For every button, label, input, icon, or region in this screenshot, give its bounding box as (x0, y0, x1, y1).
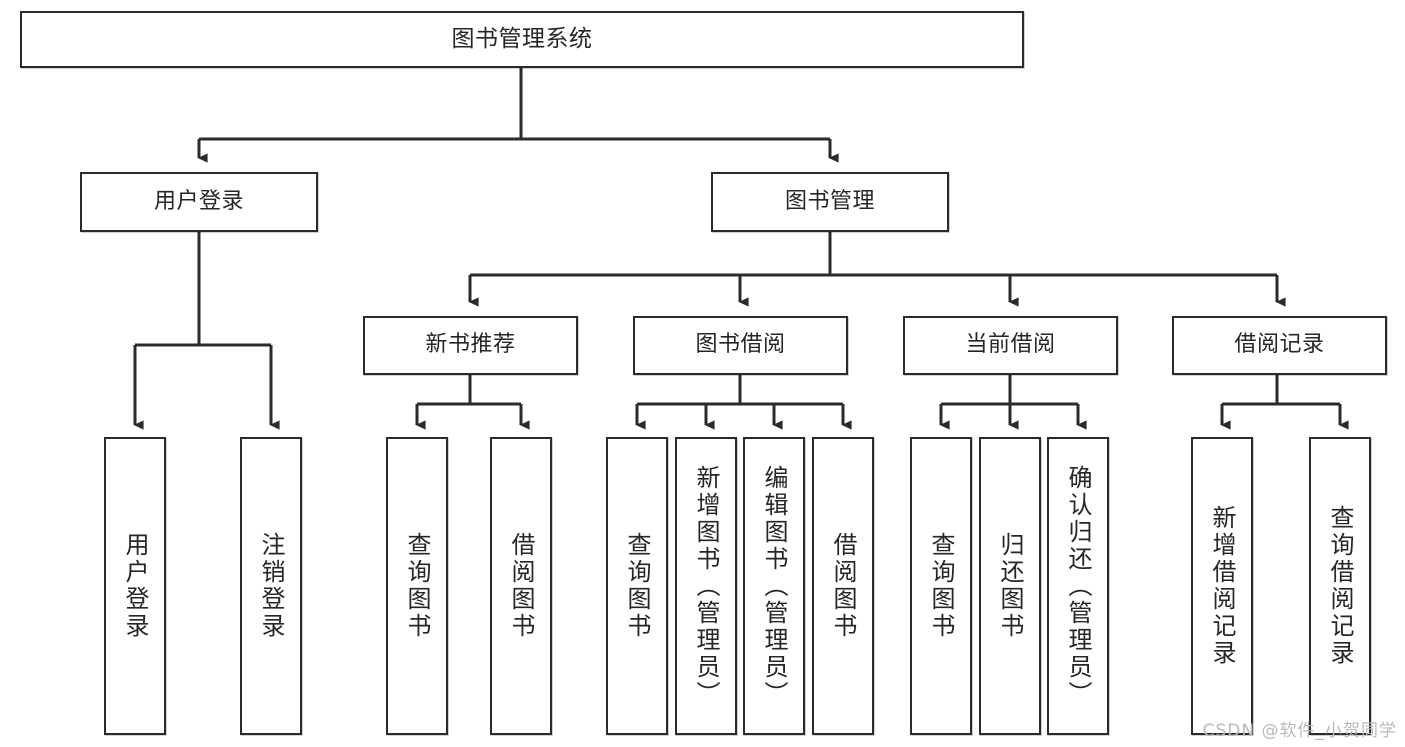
node-leaf-query-book-newbook-label: 查询图书 (403, 532, 431, 640)
node-leaf-query-book-current[interactable]: 查询图书 (910, 437, 972, 735)
node-book-management-label: 图书管理 (784, 188, 875, 214)
node-new-book-recommend[interactable]: 新书推荐 (363, 316, 578, 375)
node-leaf-query-book-borrow[interactable]: 查询图书 (606, 437, 668, 735)
node-leaf-logout[interactable]: 注销登录 (240, 437, 302, 735)
node-leaf-add-book-admin-label: 新增图书（管理员） (692, 464, 720, 708)
node-current-borrow[interactable]: 当前借阅 (903, 316, 1118, 375)
node-leaf-edit-book-admin[interactable]: 编辑图书（管理员） (743, 437, 805, 735)
node-borrow-record[interactable]: 借阅记录 (1172, 316, 1387, 375)
node-leaf-borrow-book-borrow-label: 借阅图书 (829, 532, 857, 640)
node-new-book-recommend-label: 新书推荐 (425, 332, 516, 358)
node-leaf-confirm-return-admin[interactable]: 确认归还（管理员） (1047, 437, 1109, 735)
node-root[interactable]: 图书管理系统 (20, 11, 1024, 68)
node-leaf-edit-book-admin-label: 编辑图书（管理员） (760, 464, 788, 708)
node-leaf-add-book-admin[interactable]: 新增图书（管理员） (675, 437, 737, 735)
node-leaf-add-borrow-record[interactable]: 新增借阅记录 (1191, 437, 1253, 735)
node-borrow-record-label: 借阅记录 (1234, 332, 1325, 358)
node-leaf-query-book-newbook[interactable]: 查询图书 (386, 437, 448, 735)
node-current-borrow-label: 当前借阅 (965, 332, 1056, 358)
node-leaf-query-book-current-label: 查询图书 (927, 532, 955, 640)
node-leaf-borrow-book-borrow[interactable]: 借阅图书 (812, 437, 874, 735)
node-book-borrow[interactable]: 图书借阅 (633, 316, 848, 375)
node-root-label: 图书管理系统 (451, 26, 593, 53)
node-leaf-user-login[interactable]: 用户登录 (104, 437, 166, 735)
node-leaf-query-book-borrow-label: 查询图书 (623, 532, 651, 640)
node-book-management[interactable]: 图书管理 (711, 172, 949, 232)
node-leaf-logout-label: 注销登录 (257, 532, 285, 640)
node-user-login-label: 用户登录 (153, 188, 244, 214)
node-leaf-query-borrow-record-label: 查询借阅记录 (1326, 505, 1354, 667)
node-leaf-add-borrow-record-label: 新增借阅记录 (1208, 505, 1236, 667)
node-leaf-confirm-return-admin-label: 确认归还（管理员） (1064, 464, 1092, 708)
node-book-borrow-label: 图书借阅 (695, 332, 786, 358)
node-user-login[interactable]: 用户登录 (80, 172, 318, 232)
node-leaf-user-login-label: 用户登录 (121, 532, 149, 640)
node-leaf-borrow-book-newbook-label: 借阅图书 (507, 532, 535, 640)
node-leaf-borrow-book-newbook[interactable]: 借阅图书 (490, 437, 552, 735)
node-leaf-return-book[interactable]: 归还图书 (979, 437, 1041, 735)
node-leaf-return-book-label: 归还图书 (996, 532, 1024, 640)
node-leaf-query-borrow-record[interactable]: 查询借阅记录 (1309, 437, 1371, 735)
